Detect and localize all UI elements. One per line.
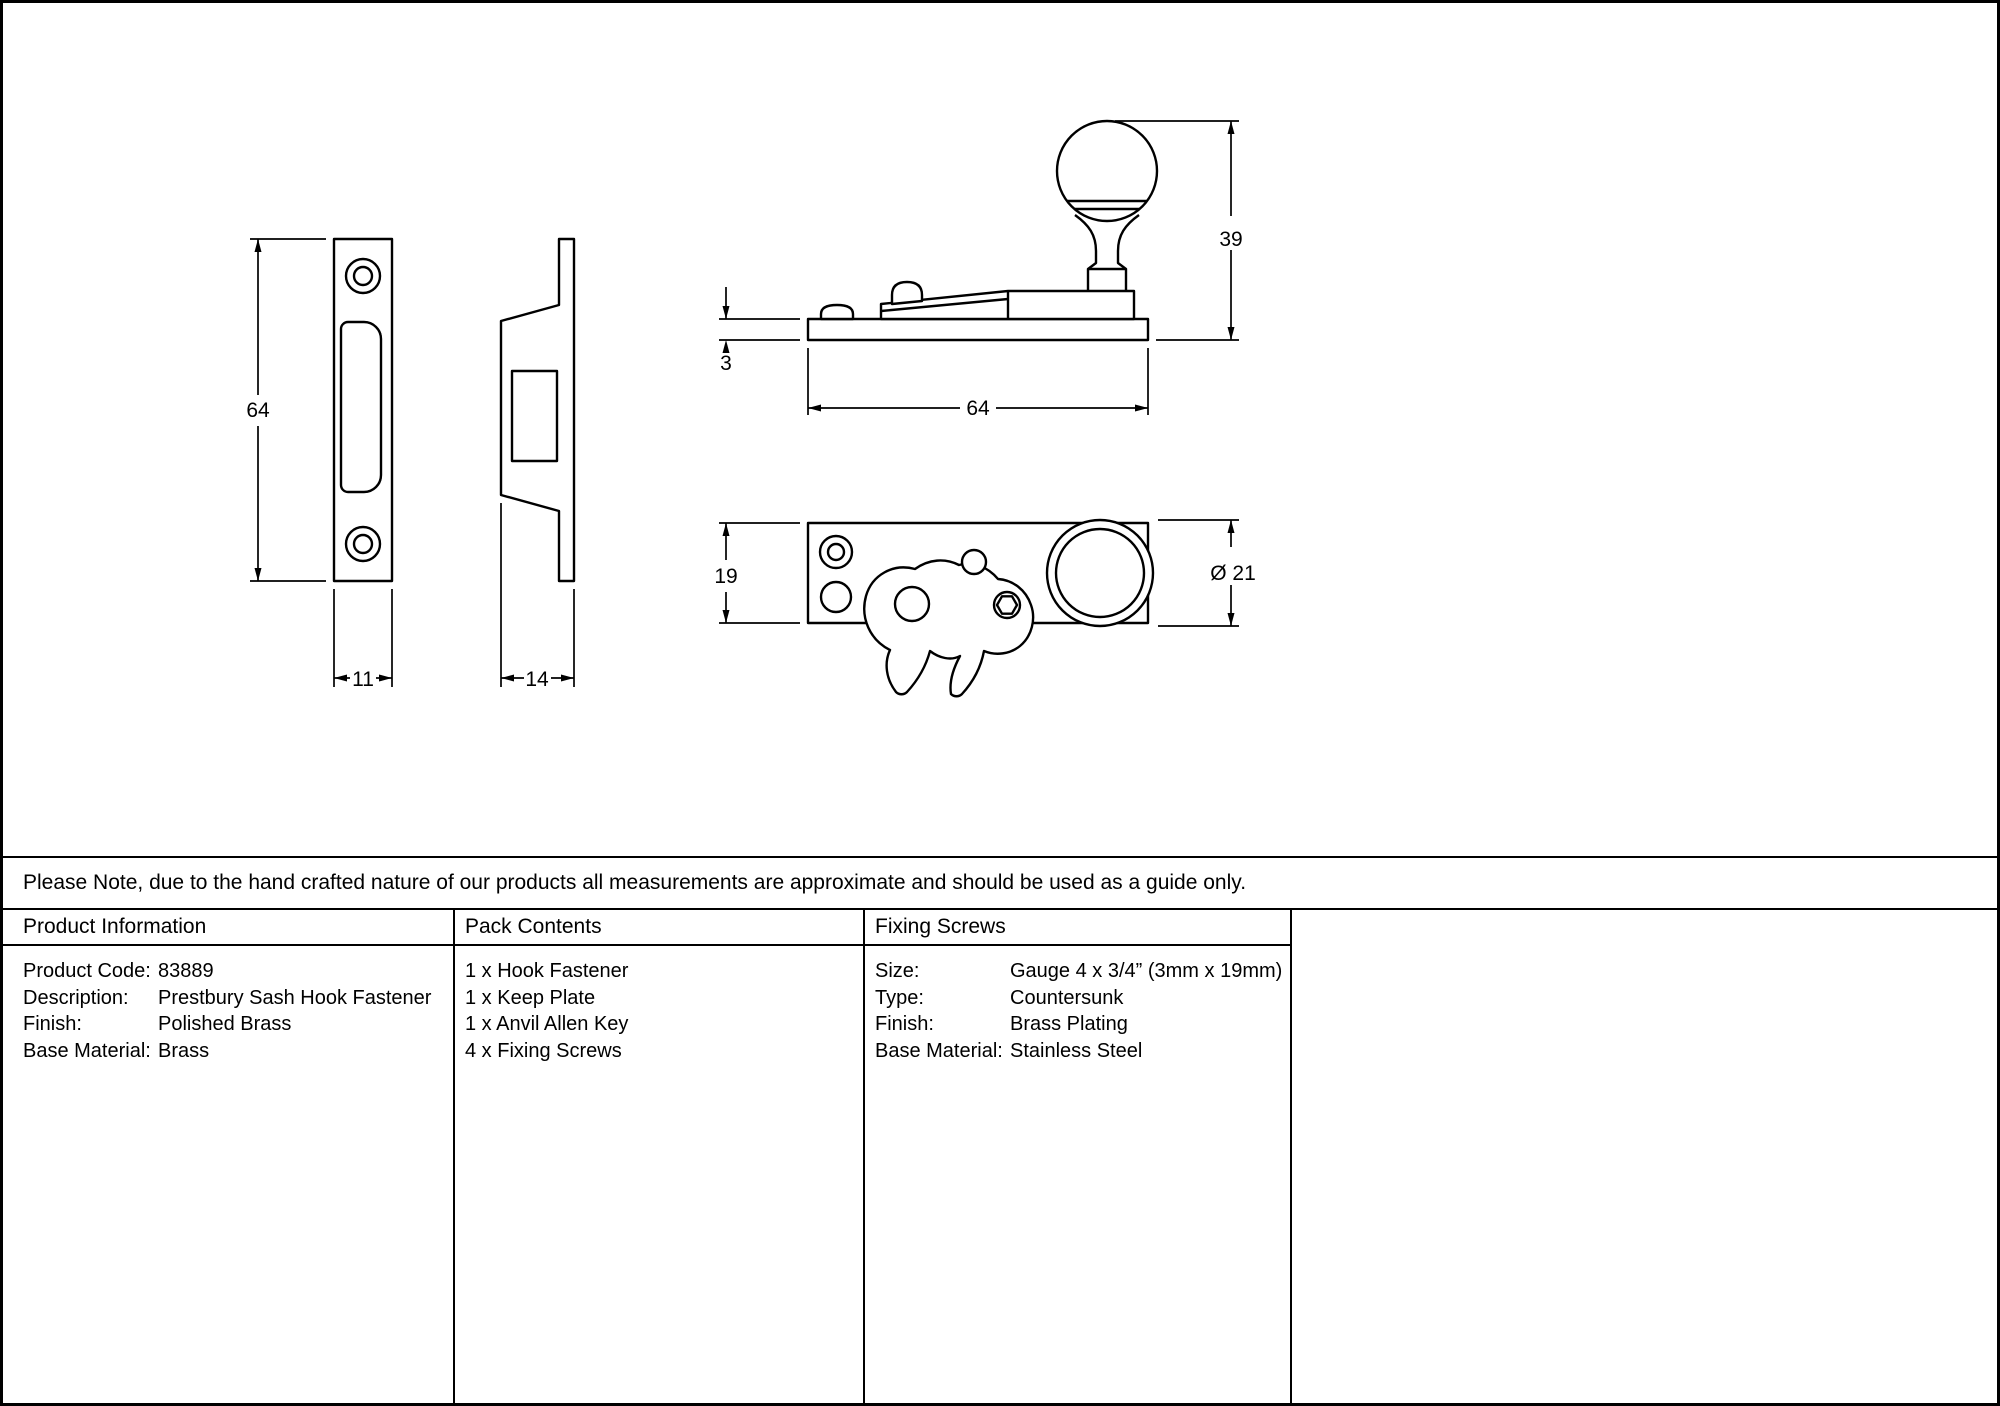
dim-keep-plate-height: 64: [246, 399, 270, 422]
field-value: 83889: [158, 960, 214, 982]
field-value: Polished Brass: [158, 1013, 292, 1035]
field-value: Gauge 4 x 3/4” (3mm x 19mm): [1010, 960, 1283, 982]
table-row: Base Material: Stainless Steel: [865, 1038, 1290, 1065]
field-label: Base Material:: [875, 1039, 1003, 1062]
field-label: Finish:: [875, 1013, 934, 1035]
table-row: Size: Gauge 4 x 3/4” (3mm x 19mm): [865, 958, 1290, 985]
field-label: Size:: [875, 960, 920, 982]
dim-plate-width: 19: [714, 565, 737, 588]
list-item: 1 x Anvil Allen Key: [465, 1013, 629, 1035]
field-value: Stainless Steel: [1010, 1039, 1143, 1062]
table-row: Base Material: Brass: [3, 1038, 453, 1065]
hook-fastener-side-view: 39 3 64: [719, 119, 1243, 420]
field-label: Finish:: [23, 1013, 82, 1035]
product-information-header: Product Information: [3, 910, 455, 946]
hook-fastener-top-view: 19 Ø 21: [714, 518, 1256, 698]
field-label: Description:: [23, 986, 129, 1009]
pack-contents-header: Pack Contents: [455, 910, 865, 946]
spec-table: Product Information Pack Contents Fixing…: [3, 910, 1997, 1403]
technical-drawings: 64 11 14: [3, 3, 1997, 856]
fixing-screws-header: Fixing Screws: [865, 910, 1292, 946]
empty-cell: [1292, 910, 1997, 1403]
pack-contents-body: 1 x Hook Fastener 1 x Keep Plate 1 x Anv…: [455, 946, 865, 1403]
dim-knob-diameter: Ø 21: [1210, 562, 1256, 585]
note-text: Please Note, due to the hand crafted nat…: [23, 871, 1247, 894]
dim-keep-plate-depth: 14: [525, 668, 549, 691]
fixing-screws-body: Size: Gauge 4 x 3/4” (3mm x 19mm) Type: …: [865, 946, 1292, 1403]
list-item: 1 x Hook Fastener: [465, 960, 629, 982]
keep-plate-front-view: 64 11: [246, 237, 394, 691]
dim-fastener-height: 39: [1219, 228, 1242, 251]
table-row: Product Code: 83889: [3, 958, 453, 985]
table-row: Type: Countersunk: [865, 985, 1290, 1012]
table-row: Finish: Polished Brass: [3, 1011, 453, 1038]
table-row: Description: Prestbury Sash Hook Fastene…: [3, 985, 453, 1012]
dim-plate-thickness: 3: [720, 352, 732, 375]
dim-fastener-length: 64: [966, 397, 990, 420]
field-value: Countersunk: [1010, 986, 1124, 1009]
table-row: Finish: Brass Plating: [865, 1011, 1290, 1038]
field-label: Product Code:: [23, 960, 151, 982]
field-value: Brass Plating: [1010, 1013, 1128, 1035]
note-bar: Please Note, due to the hand crafted nat…: [3, 856, 1997, 910]
dim-keep-plate-width: 11: [352, 668, 374, 691]
keep-plate-side-view: 14: [499, 237, 576, 691]
list-item: 4 x Fixing Screws: [465, 1039, 622, 1062]
field-value: Brass: [158, 1039, 210, 1062]
list-item: 1 x Keep Plate: [465, 986, 596, 1009]
field-label: Type:: [875, 986, 924, 1009]
field-label: Base Material:: [23, 1039, 151, 1062]
field-value: Prestbury Sash Hook Fastener: [158, 986, 432, 1009]
drawing-canvas: 64 11 14: [246, 119, 1256, 698]
product-information-body: Product Code: 83889 Description: Prestbu…: [3, 946, 455, 1403]
